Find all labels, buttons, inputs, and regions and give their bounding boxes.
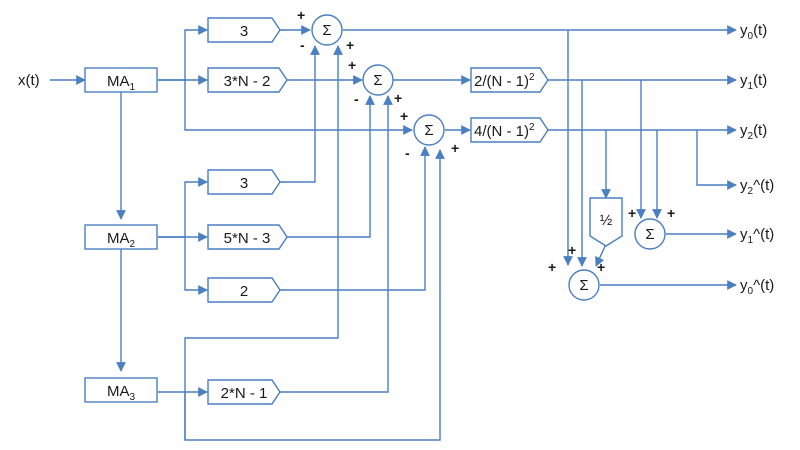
ma-subscript: 1: [129, 82, 135, 93]
svg-text:MA1: MA1: [107, 73, 136, 93]
coef-exponent: 2: [529, 72, 535, 83]
plus-sign: +: [597, 259, 605, 275]
ma-block-3: MA3: [84, 377, 158, 403]
plus-sign: +: [568, 242, 576, 258]
output-labels: y0(t) y1(t) y2(t) y2^(t) y1^(t) y0^(t): [740, 22, 774, 297]
sign-labels: + - + + - + + - + + + + + +: [297, 7, 675, 275]
gain-label: 2: [240, 283, 248, 300]
ma-block-1: MA1: [84, 67, 158, 93]
coef-block-c1: 2/(N - 1)2: [470, 67, 549, 93]
output-y2-hat: y2^(t): [740, 177, 774, 197]
input-label: x(t): [18, 72, 40, 89]
gain-block-g1: 3: [207, 17, 281, 43]
sum-junction-5: Σ: [634, 218, 666, 250]
minus-sign: -: [300, 37, 305, 53]
half-block: ½: [589, 197, 623, 247]
wire-y2hat: [696, 130, 737, 190]
wire-ma1-g1: [158, 25, 208, 81]
ma-label: MA: [107, 73, 130, 90]
svg-text:4/(N - 1)2: 4/(N - 1)2: [474, 122, 535, 140]
half-label: ½: [600, 212, 613, 229]
wire-ma1-sum3: [184, 80, 413, 135]
coef-block-c2: 4/(N - 1)2: [470, 117, 549, 143]
gain-block-g3: 3: [207, 169, 281, 195]
minus-sign: -: [405, 145, 410, 161]
wire-g3-sum1: [280, 45, 320, 183]
wires: [50, 25, 737, 441]
output-y1-hat: y1^(t): [740, 226, 774, 246]
wire-half-sum6: [595, 243, 607, 267]
plus-sign: +: [451, 140, 459, 156]
svg-text:MA2: MA2: [107, 230, 136, 250]
gain-label: 3*N - 2: [224, 73, 271, 90]
plus-sign: +: [400, 108, 408, 124]
ma-label: MA: [107, 383, 130, 400]
sum-symbol: Σ: [322, 22, 331, 39]
output-y0-hat: y0^(t): [740, 277, 774, 297]
output-y2: y2(t): [740, 122, 767, 142]
gain-label: 5*N - 3: [224, 230, 271, 247]
gain-label: 2*N - 1: [221, 385, 268, 402]
gain-label: 3: [240, 175, 248, 192]
plus-sign: +: [667, 205, 675, 221]
sum-junction-1: Σ: [311, 14, 343, 46]
sum-junction-2: Σ: [362, 64, 394, 96]
coef-exponent: 2: [529, 122, 535, 133]
ma-label: MA: [107, 230, 130, 247]
plus-sign: +: [628, 205, 636, 221]
sum-junction-3: Σ: [413, 114, 445, 146]
ma-subscript: 2: [129, 239, 135, 250]
gain-block-g5: 2: [207, 277, 281, 303]
gain-label: 3: [240, 23, 248, 40]
sum-symbol: Σ: [579, 277, 588, 294]
gain-block-g2: 3*N - 2: [207, 67, 288, 93]
plus-sign: +: [394, 90, 402, 106]
ma-subscript: 3: [129, 392, 135, 403]
coef-label: 4/(N - 1): [474, 123, 529, 140]
sum-symbol: Σ: [645, 226, 654, 243]
svg-text:MA3: MA3: [107, 383, 136, 403]
minus-sign: -: [354, 91, 359, 107]
plus-sign: +: [348, 57, 356, 73]
sum-junction-6: Σ: [568, 269, 600, 301]
plus-sign: +: [297, 7, 305, 23]
wire-g6-sum2: [280, 95, 393, 393]
svg-text:2/(N - 1)2: 2/(N - 1)2: [474, 72, 535, 90]
sum-symbol: Σ: [424, 122, 433, 139]
gain-block-g4: 5*N - 3: [207, 224, 288, 250]
wire-ma2-g3: [158, 177, 208, 238]
wire-ma2-g5: [184, 237, 208, 295]
sum-symbol: Σ: [373, 72, 382, 89]
wire-ma3-sum1: [184, 45, 343, 440]
gain-block-g6: 2*N - 1: [207, 379, 281, 405]
ma-block-2: MA2: [84, 224, 158, 250]
plus-sign: +: [548, 259, 556, 275]
output-y0: y0(t): [740, 22, 767, 42]
coef-label: 2/(N - 1): [474, 73, 529, 90]
output-y1: y1(t): [740, 72, 767, 92]
wire-g5-sum3: [280, 146, 430, 291]
wire-g4-sum2: [287, 95, 375, 238]
plus-sign: +: [346, 37, 354, 53]
